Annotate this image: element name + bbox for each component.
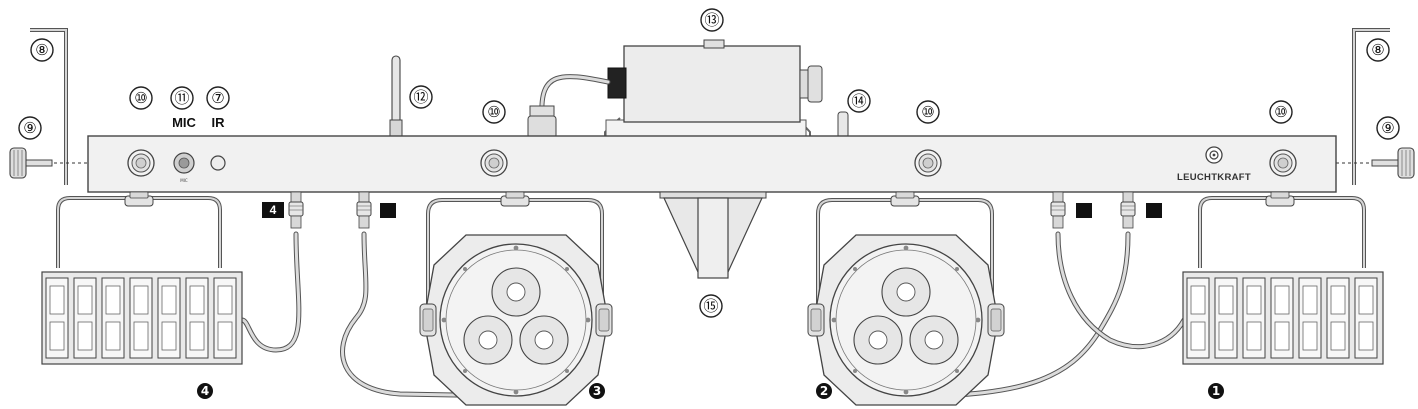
callout-15: ⑮ [699,294,723,318]
socket-4 [1269,149,1297,177]
light-badge-4: 4 [197,383,213,399]
par-light-2 [813,234,999,406]
cable-to-light-1 [1055,231,1187,350]
plug-label-4-text: 4 [270,203,277,217]
par-light-3-knob-right [595,303,613,337]
mic-label: MIC [172,115,196,130]
svg-text:⑩: ⑩ [134,89,147,107]
callout-10-c: ⑩ [916,100,940,124]
thumb-screw-left [9,147,53,179]
control-unit [604,39,823,137]
callout-11: ⑪ [170,86,194,110]
stand-adapter [659,191,767,279]
ir-sensor [210,155,226,171]
par-light-2-knob-right [987,303,1005,337]
callout-9-left: ⑨ [18,116,42,140]
antenna [389,55,403,137]
light-badge-2: 2 [816,383,832,399]
svg-text:1: 1 [1212,384,1220,398]
dmx-plug-4 [288,191,304,229]
plug-label-4: 4 [262,202,284,218]
callout-10-a: ⑩ [129,86,153,110]
bracket-left [30,28,68,185]
svg-text:4: 4 [201,384,209,398]
svg-text:⑪: ⑪ [174,89,189,107]
plug-label-2 [1076,203,1092,218]
svg-text:2: 2 [820,384,828,398]
light-badge-1: 1 [1208,383,1224,399]
yoke-light-1 [1198,191,1366,268]
brand-logo: LEUCHTKRAFT [1177,146,1251,183]
cable-to-light-3 [340,231,515,399]
callout-12: ⑫ [409,85,433,109]
svg-text:⑩: ⑩ [1274,103,1287,121]
svg-text:⑨: ⑨ [23,119,36,137]
dmx-plug-2 [1050,191,1066,229]
bracket-right [1352,28,1390,185]
socket-2 [480,149,508,177]
main-bar [87,135,1337,193]
svg-text:⑬: ⑬ [704,11,719,29]
ir-label: IR [212,115,226,130]
callout-10-d: ⑩ [1269,100,1293,124]
socket-1 [127,149,155,177]
socket-3 [914,149,942,177]
yoke-light-3 [426,191,604,318]
callout-10-b: ⑩ [482,100,506,124]
plug-label-1 [1146,203,1162,218]
cable-to-light-2 [909,231,1131,399]
cable-to-light-4 [239,231,302,353]
yoke-light-4 [56,191,222,268]
dmx-plug-3 [356,191,372,229]
mic-jack-label: MIC [180,178,188,183]
dmx-plug-1 [1120,191,1136,229]
svg-text:⑫: ⑫ [413,88,428,106]
brand-name: LEUCHTKRAFT [1177,172,1251,183]
thumb-screw-right [1371,147,1415,179]
control-unit-cable [527,74,611,139]
mic-jack: MIC [173,152,195,183]
flat-panel-light-1 [1182,271,1384,365]
mounting-post [837,111,849,139]
callout-13: ⑬ [700,8,724,32]
svg-text:⑮: ⑮ [703,297,718,315]
svg-text:⑧: ⑧ [35,41,48,59]
callout-8-right: ⑧ [1366,38,1390,62]
svg-text:3: 3 [593,384,601,398]
callout-7: ⑦ [206,86,230,110]
svg-text:⑩: ⑩ [921,103,934,121]
callout-8-left: ⑧ [30,38,54,62]
par-light-3-knob-left [419,303,437,337]
plug-label-3 [380,203,396,218]
svg-text:⑩: ⑩ [487,103,500,121]
yoke-light-2 [816,191,994,318]
svg-text:⑧: ⑧ [1371,41,1384,59]
par-light-3 [423,234,609,406]
svg-text:⑭: ⑭ [851,92,866,110]
callout-14: ⑭ [847,89,871,113]
callout-9-right: ⑨ [1376,116,1400,140]
svg-text:⑦: ⑦ [211,89,224,107]
svg-text:⑨: ⑨ [1381,119,1394,137]
par-light-2-knob-left [807,303,825,337]
flat-panel-light-4 [41,271,243,365]
light-badge-3: 3 [589,383,605,399]
